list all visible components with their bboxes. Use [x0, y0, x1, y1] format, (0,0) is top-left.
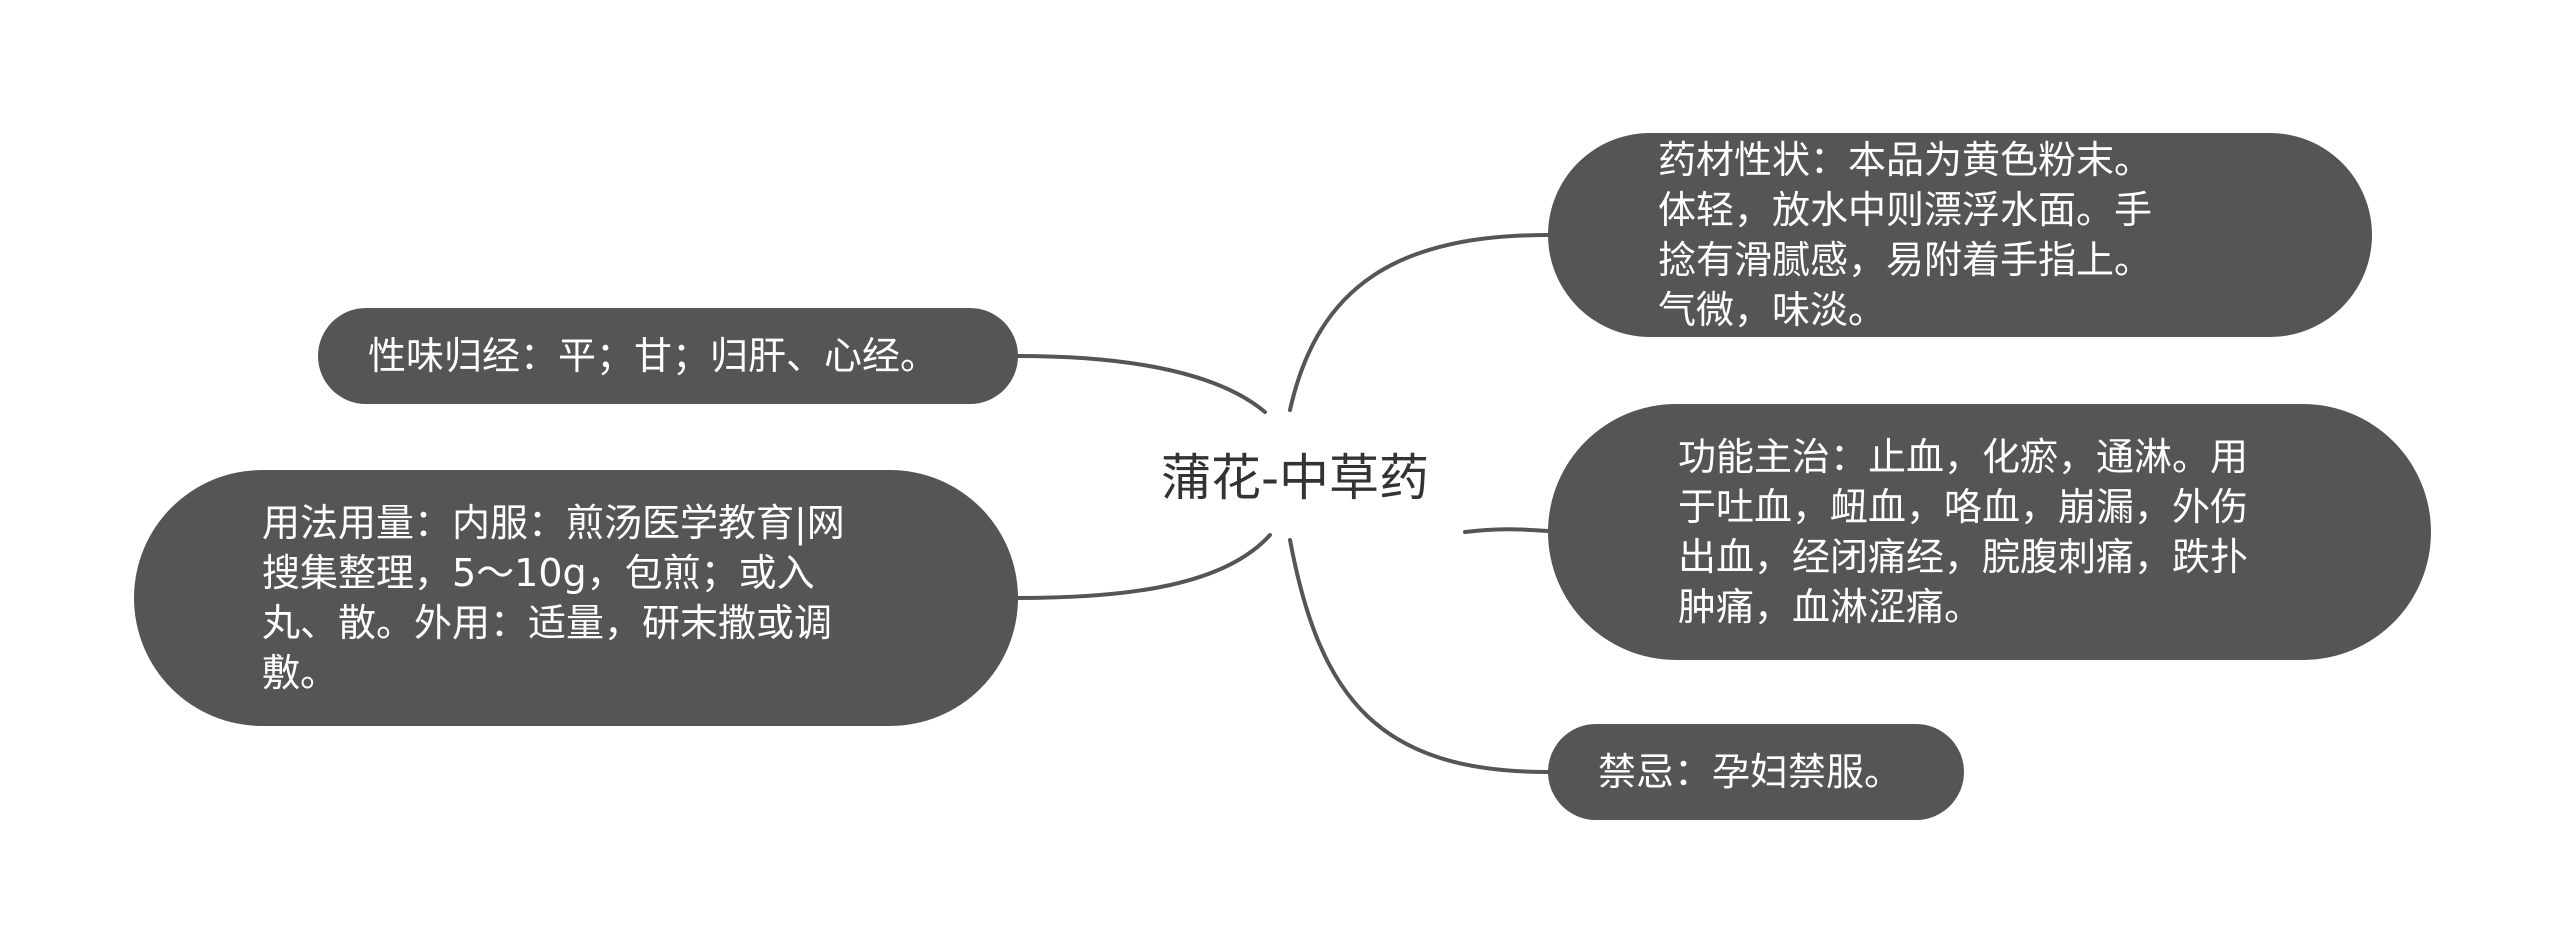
branch-node-functions[interactable]: 功能主治：止血，化瘀，通淋。用于吐血，衄血，咯血，崩漏，外伤出血，经闭痛经，脘腹…: [1548, 404, 2431, 660]
connector-usage: [1016, 533, 1272, 600]
branch-text-taboo: 禁忌：孕妇禁服。: [1598, 750, 1903, 794]
branch-node-taboo[interactable]: 禁忌：孕妇禁服。: [1548, 724, 1964, 820]
branch-text-properties: 药材性状：本品为黄色粉末。体轻，放水中则漂浮水面。手捻有滑腻感，易附着手指上。气…: [1658, 138, 2153, 332]
branch-text-functions: 功能主治：止血，化瘀，通淋。用于吐血，衄血，咯血，崩漏，外伤出血，经闭痛经，脘腹…: [1678, 435, 2249, 629]
branch-node-taste[interactable]: 性味归经：平；甘；归肝、心经。: [318, 308, 1018, 404]
connector-taboo: [1288, 538, 1550, 774]
branch-node-properties[interactable]: 药材性状：本品为黄色粉末。体轻，放水中则漂浮水面。手捻有滑腻感，易附着手指上。气…: [1548, 133, 2372, 337]
connector-properties: [1288, 233, 1550, 412]
branch-text-taste: 性味归经：平；甘；归肝、心经。: [368, 334, 939, 378]
root-topic[interactable]: 蒲花-中草药: [1160, 449, 1430, 507]
connector-taste: [1016, 354, 1267, 414]
branch-text-usage: 用法用量：内服：煎汤医学教育|网搜集整理，5～10g，包煎；或入丸、散。外用：适…: [262, 501, 845, 695]
branch-node-usage[interactable]: 用法用量：内服：煎汤医学教育|网搜集整理，5～10g，包煎；或入丸、散。外用：适…: [134, 470, 1018, 726]
connector-functions: [1463, 527, 1550, 534]
